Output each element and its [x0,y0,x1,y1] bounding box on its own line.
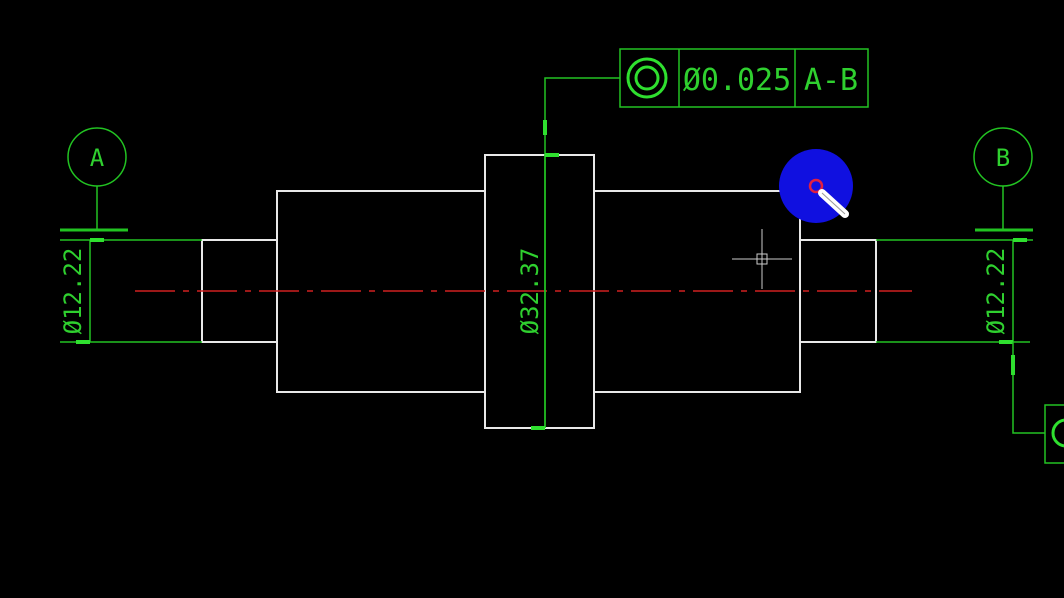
dim-left-text: Ø12.22 [59,248,87,335]
dim-center-text: Ø32.37 [516,248,544,335]
feature-control-frame[interactable]: Ø0.025 A-B [619,48,869,108]
fcf-datum-ref: A-B [804,63,858,98]
fcf-tolerance: Ø0.025 [683,63,791,98]
fcf-leader [544,77,620,428]
fcf-border [619,48,869,108]
concentricity-icon [626,57,668,99]
datum-a-label: A [90,144,105,172]
fcf-leader [1012,342,1045,434]
feature-control-frame-2[interactable] [1044,404,1064,464]
datum-b-label: B [996,144,1010,172]
pen-cursor-highlight [779,149,853,223]
dim-right-text: Ø12.22 [982,248,1010,335]
dimension-right[interactable]: Ø12.22 [876,238,1064,464]
dimension-left[interactable]: Ø12.22 [59,238,202,344]
dimension-center[interactable]: Ø32.37 [516,77,620,430]
datum-b[interactable]: B [973,127,1033,232]
concentricity-icon [1051,418,1064,448]
datum-a[interactable]: A [60,127,128,232]
right-journal[interactable] [799,239,877,343]
crosshair-cursor [732,229,792,289]
